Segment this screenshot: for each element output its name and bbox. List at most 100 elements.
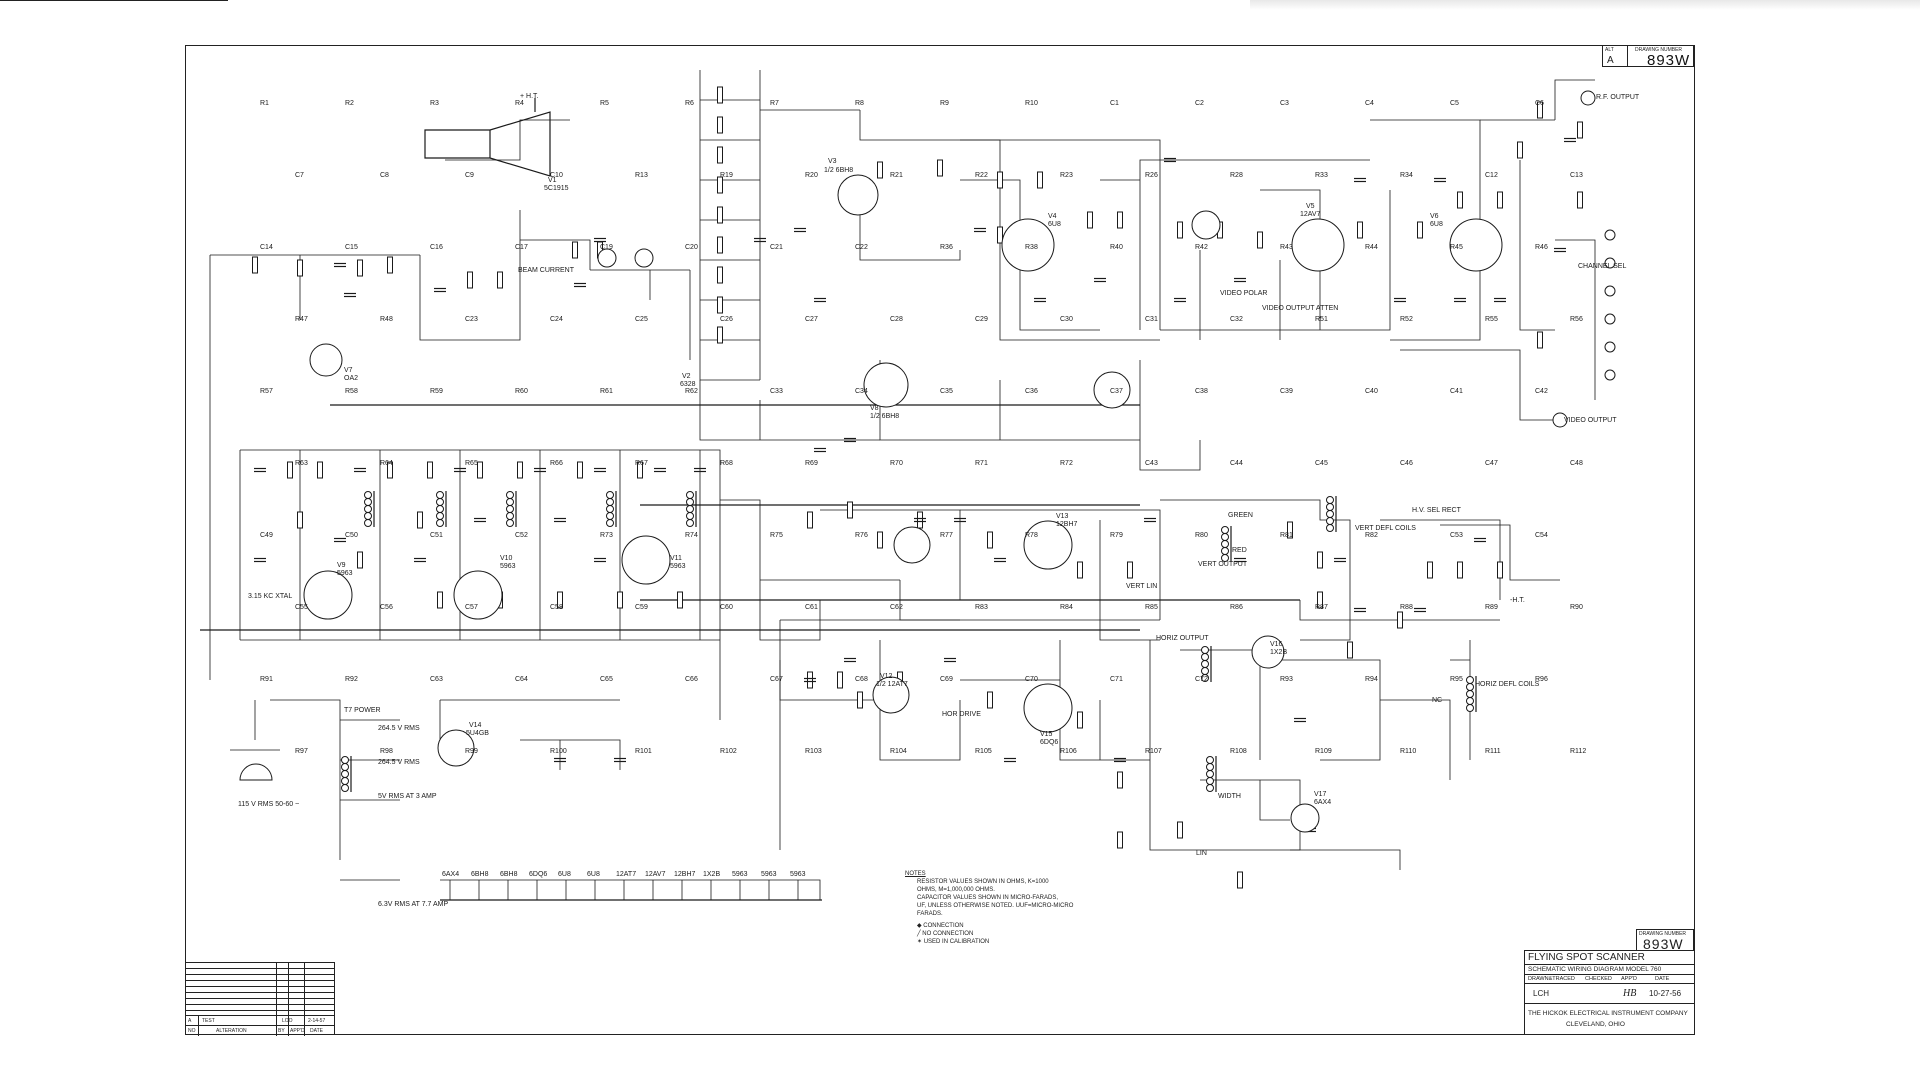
company-city: CLEVELAND, OHIO <box>1566 1021 1625 1028</box>
component-designator: R26 <box>1145 172 1158 179</box>
revision-lines <box>186 963 334 1015</box>
component-designator: R60 <box>515 388 528 395</box>
wire-path <box>1180 779 1301 851</box>
width-label: WIDTH <box>1218 793 1241 800</box>
v10-type-label: 5963 <box>500 563 516 570</box>
component-designator: C6 <box>1535 100 1544 107</box>
component-designator: C21 <box>770 244 783 251</box>
coil-turn <box>1201 667 1209 675</box>
wire-path <box>520 239 691 360</box>
vert-defl-label: VERT DEFL COILS <box>1355 525 1416 532</box>
component-designator: C36 <box>1025 388 1038 395</box>
component-designator: R96 <box>1535 676 1548 683</box>
v10-label: V10 <box>500 555 513 562</box>
component-designator: C55 <box>295 604 308 611</box>
coil-turn <box>606 505 614 513</box>
component-designator: R33 <box>1315 172 1328 179</box>
resistor <box>637 461 643 479</box>
component-designator: C12 <box>1485 172 1498 179</box>
resistor <box>1577 191 1583 209</box>
component-designator: R56 <box>1570 316 1583 323</box>
resistor <box>517 461 523 479</box>
green-label: GREEN <box>1228 512 1253 519</box>
component-designator: C48 <box>1570 460 1583 467</box>
title-block-headers: DRAWN&TRACED CHECKED APP'D DATE <box>1525 975 1694 984</box>
title-block-values: LCH HB 10-27-56 <box>1525 984 1694 1004</box>
component-designator: R100 <box>550 748 567 755</box>
title-block: DRAWING NUMBER 893W FLYING SPOT SCANNER … <box>1524 929 1695 1036</box>
component-designator: C62 <box>890 604 903 611</box>
heater-tube-label: 6BH8 <box>500 871 518 878</box>
resistor <box>717 146 723 164</box>
v17-label: V17 <box>1314 791 1327 798</box>
channel-sel-label: CHANNEL SEL <box>1578 263 1626 270</box>
notes-line: FARADS. <box>917 911 943 917</box>
resistor <box>387 461 393 479</box>
component-designator: R62 <box>685 388 698 395</box>
drawing-number-box-top: ALT A DRAWING NUMBER 893W <box>1602 45 1694 69</box>
component-designator: C38 <box>1195 388 1208 395</box>
component-designator: R42 <box>1195 244 1208 251</box>
component-designator: C8 <box>380 172 389 179</box>
wire-path <box>1260 659 1451 780</box>
resistor <box>417 511 423 529</box>
schematic-labels: + H.T. V1 5C1915 V2 6328 V3 1/2 6BH8 V4 … <box>238 93 1640 908</box>
component-designator: R65 <box>465 460 478 467</box>
component-designator: C41 <box>1450 388 1463 395</box>
horiz-output-label: HORIZ OUTPUT <box>1156 635 1209 642</box>
coil-turn <box>1201 653 1209 661</box>
vacuum-tube <box>437 729 475 767</box>
coil-turn <box>1201 646 1209 654</box>
sec4-label: 6.3V RMS AT 7.7 AMP <box>378 901 448 908</box>
company-block: THE HICKOK ELECTRICAL INSTRUMENT COMPANY… <box>1525 1004 1694 1036</box>
component-designator: C63 <box>430 676 443 683</box>
component-designator: R34 <box>1400 172 1413 179</box>
component-designator: R79 <box>1110 532 1123 539</box>
component-designator: R98 <box>380 748 393 755</box>
resistor <box>717 86 723 104</box>
coil-turn <box>606 498 614 506</box>
resistor <box>1577 121 1583 139</box>
resistor <box>1257 231 1263 249</box>
coil-turn <box>1326 510 1334 518</box>
component-designator: C59 <box>635 604 648 611</box>
component-designator: R89 <box>1485 604 1498 611</box>
component-designator: R63 <box>295 460 308 467</box>
resistor <box>847 501 853 519</box>
resistor <box>1357 221 1363 239</box>
vacuum-tube <box>303 570 353 620</box>
coil-turn <box>1221 526 1229 534</box>
component-designator: C27 <box>805 316 818 323</box>
component-designator: R13 <box>635 172 648 179</box>
v4-label: V4 <box>1048 213 1057 220</box>
head-appd: APP'D <box>1621 976 1638 982</box>
component-designator: C9 <box>465 172 474 179</box>
vacuum-tube <box>1191 210 1221 240</box>
resistor <box>937 159 943 177</box>
resistor <box>1317 591 1323 609</box>
component-designator: C40 <box>1365 388 1378 395</box>
coil-turn <box>436 491 444 499</box>
vacuum-tube <box>893 526 931 564</box>
v7-type-label: OA2 <box>344 375 358 382</box>
v15-type-label: 6DQ6 <box>1040 739 1058 746</box>
resistor <box>987 691 993 709</box>
resistor <box>357 259 363 277</box>
coil-turn <box>1466 697 1474 705</box>
legend-connection: ◆ CONNECTION <box>917 923 964 929</box>
component-designator: R2 <box>345 100 354 107</box>
component-designator: R86 <box>1230 604 1243 611</box>
rev-head-appd: APP'D <box>290 1028 305 1034</box>
component-designator: R52 <box>1400 316 1413 323</box>
component-designator: C22 <box>855 244 868 251</box>
scan-shade <box>1250 0 1920 10</box>
v16-label: V16 <box>1270 641 1283 648</box>
component-designator: R5 <box>600 100 609 107</box>
legend-calibration-text: USED IN CALIBRATION <box>923 939 990 945</box>
component-designator: R64 <box>380 460 393 467</box>
resistor <box>1117 211 1123 229</box>
component-designator: C39 <box>1280 388 1293 395</box>
component-designator: C44 <box>1230 460 1243 467</box>
coil-turn <box>606 491 614 499</box>
component-designator: C31 <box>1145 316 1158 323</box>
